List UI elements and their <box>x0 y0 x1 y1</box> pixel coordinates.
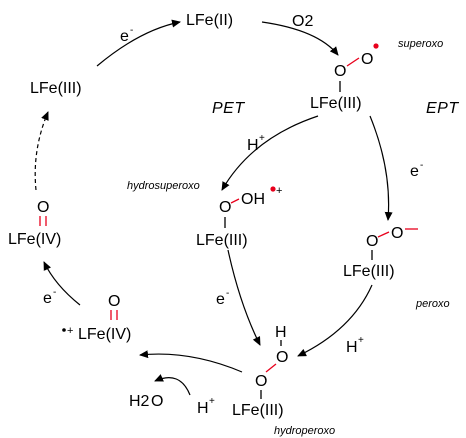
peroxo-oxygen-1: O <box>366 233 378 250</box>
reagent-electron-feiv: e <box>43 290 52 307</box>
feiv-radical-cation-charge: + <box>67 325 73 337</box>
arrow-pet-reduction <box>227 249 261 346</box>
peroxo-oo-bond <box>377 231 390 238</box>
reagent-electron-pet: e <box>216 291 225 308</box>
feiv-oxo-oxygen: O <box>37 199 49 216</box>
reagent-dioxygen: O2 <box>292 13 313 30</box>
proton-charge: + <box>358 335 364 346</box>
species-superoxo-fe: LFe(III) <box>310 95 362 112</box>
species-feiv-radical-fe: LFe(IV) <box>78 326 131 343</box>
reagent-proton-pet: H <box>247 137 259 154</box>
arrow-hydroperoxo-to-feiv <box>139 350 243 373</box>
electron-charge: - <box>226 288 229 299</box>
species-peroxo-fe: LFe(III) <box>343 263 395 280</box>
electron-charge: - <box>420 160 423 171</box>
hydrosuperoxo-hydroxyl: OH <box>241 191 265 208</box>
electron-charge: - <box>130 25 133 36</box>
reagent-proton-ept: H <box>346 339 358 356</box>
label-superoxo: superoxo <box>398 38 443 50</box>
proton-charge: + <box>209 396 215 407</box>
reagent-electron-top: e <box>120 28 129 45</box>
label-hydrosuperoxo: hydrosuperoxo <box>127 180 200 192</box>
hydroperoxo-hydrogen: H <box>275 324 287 341</box>
water-hydrogens: H2 <box>129 393 150 410</box>
hydrosuperoxo-radical-dot <box>270 186 276 192</box>
proton-charge: + <box>259 133 265 144</box>
arrow-oxo-release <box>34 111 49 191</box>
label-ept: EPT <box>426 100 459 117</box>
arrow-pet-protonation <box>221 115 319 191</box>
feiv-radical-oxo-oxygen: O <box>108 293 120 310</box>
reagent-proton-bottom: H <box>197 400 209 417</box>
arrow-water-release <box>154 374 191 396</box>
arrow-fe3-to-fe2 <box>96 19 181 67</box>
hydrosuperoxo-oo-bond <box>230 198 240 204</box>
feiv-radical-cation-dot <box>62 328 66 332</box>
label-pet: PET <box>212 100 245 117</box>
arrow-ept-reduction <box>369 115 393 221</box>
superoxo-oo-bond <box>346 57 360 67</box>
species-fe2: LFe(II) <box>186 12 233 29</box>
superoxo-oxygen-2: O <box>361 51 373 68</box>
superoxo-oxygen-1: O <box>334 63 346 80</box>
hydrosuperoxo-charge: + <box>276 185 282 197</box>
electron-charge: - <box>53 287 56 298</box>
species-hydrosuperoxo-fe: LFe(III) <box>196 232 248 249</box>
hydrosuperoxo-oxygen-1: O <box>219 199 231 216</box>
species-hydroperoxo-fe: LFe(III) <box>232 402 284 419</box>
arrow-radical-reduction <box>43 261 81 306</box>
species-fe3-left: LFe(III) <box>30 80 82 97</box>
label-peroxo: peroxo <box>415 298 450 310</box>
hydroperoxo-oxygen-1: O <box>276 349 288 366</box>
species-feiv-fe: LFe(IV) <box>8 231 61 248</box>
reagent-electron-ept: e <box>410 163 419 180</box>
arrow-ept-protonation <box>297 284 373 357</box>
label-hydroperoxo: hydroperoxo <box>274 425 335 437</box>
peroxo-oxygen-2: O <box>391 225 403 242</box>
hydroperoxo-oo-bond <box>265 363 277 373</box>
superoxo-radical-dot <box>373 43 379 49</box>
arrow-fe2-to-superoxo <box>261 21 339 56</box>
hydroperoxo-oxygen-2: O <box>255 373 267 390</box>
water-oxygen: O <box>151 393 163 410</box>
